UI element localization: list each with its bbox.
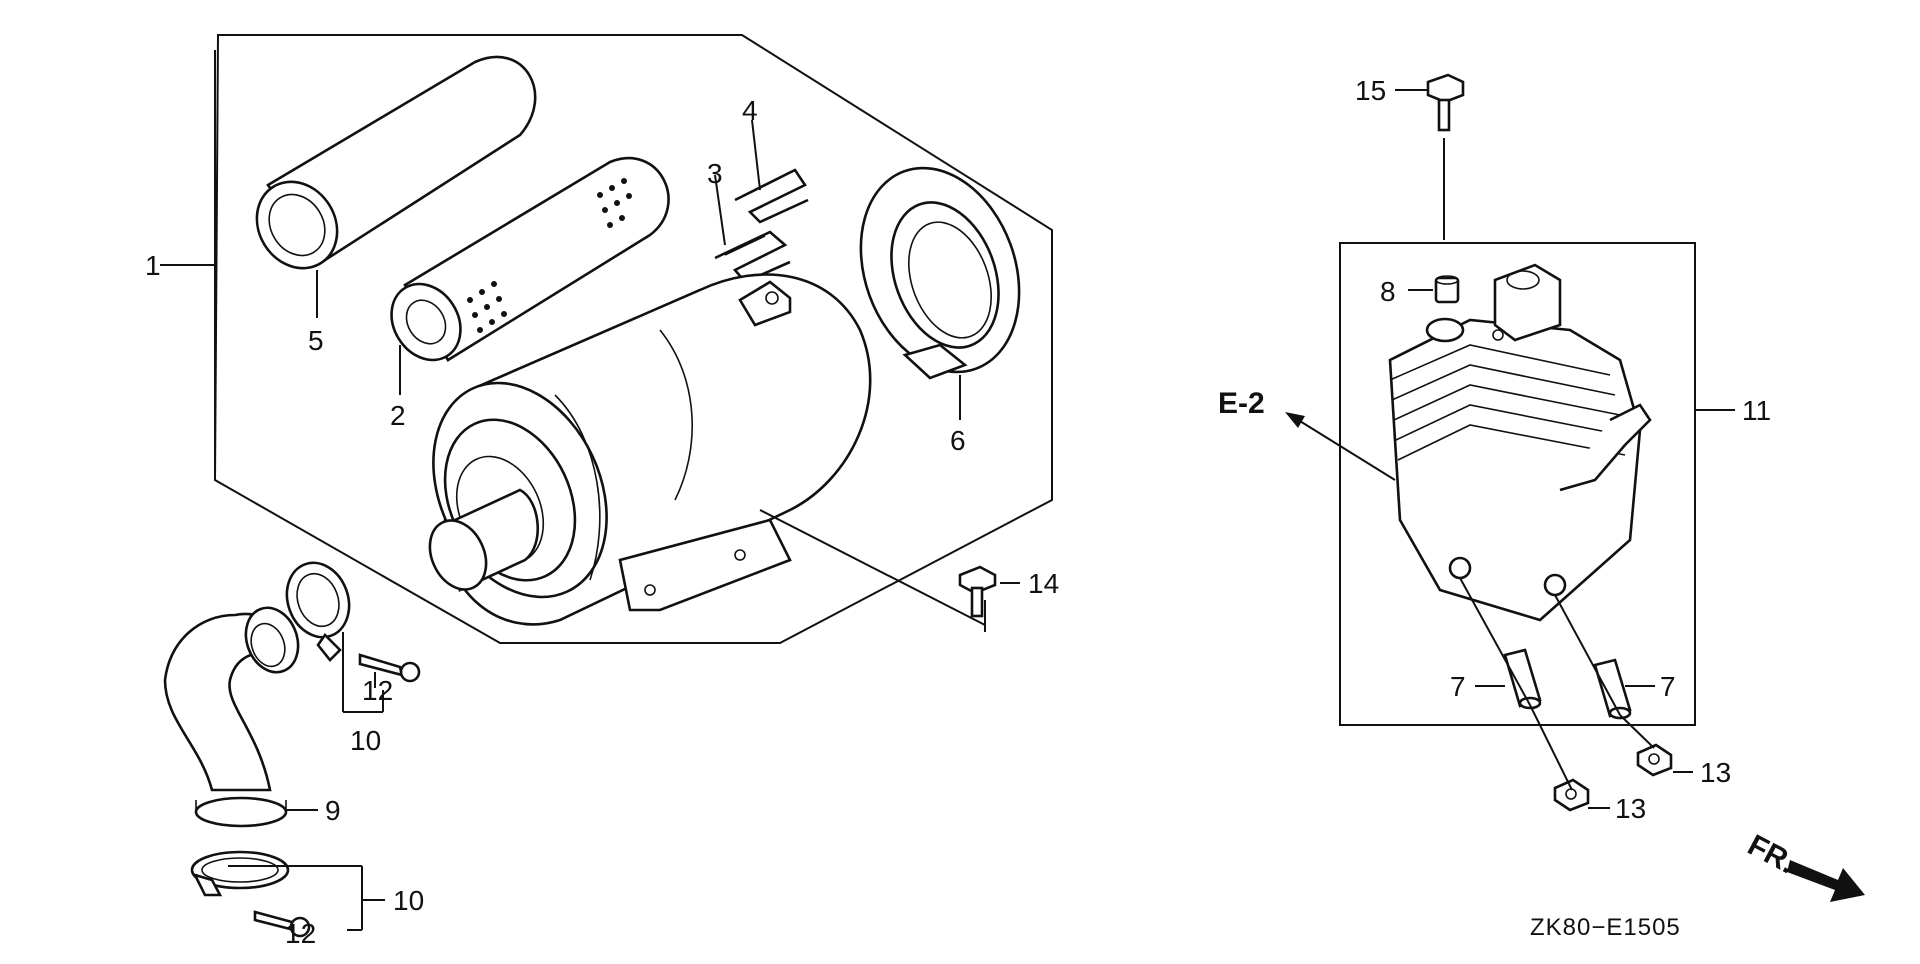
callout-15: 15 — [1355, 75, 1386, 106]
callout-8: 8 — [1380, 276, 1396, 307]
bolt — [958, 565, 997, 618]
air-cleaner-case — [428, 273, 872, 626]
clamp-band-lower — [190, 850, 290, 897]
leader-lines — [160, 50, 1735, 931]
callout-5: 5 — [308, 325, 324, 356]
nut-lower — [1553, 778, 1590, 812]
callout-7-right: 7 — [1660, 671, 1676, 702]
bolt-top — [1426, 73, 1465, 132]
intake-hose — [163, 606, 300, 828]
collar-pin-left — [1503, 648, 1542, 710]
air-cleaner-body — [1388, 263, 1652, 622]
screw-lower — [253, 910, 311, 938]
callout-13-lower: 13 — [1615, 793, 1646, 824]
callout-10-upper: 10 — [350, 725, 381, 756]
assembly-boundary-left — [213, 34, 1053, 644]
paper-filter-element — [390, 156, 670, 362]
diagram-code: ZK80−E1505 — [1530, 914, 1681, 941]
callout-3: 3 — [707, 158, 723, 189]
assembly-boundary-right — [1339, 242, 1696, 726]
clamp-band-upper — [285, 561, 351, 662]
callout-14: 14 — [1028, 568, 1059, 599]
collar-pin-right — [1593, 658, 1632, 720]
callout-10-lower: 10 — [393, 885, 424, 916]
callout-4: 4 — [742, 95, 758, 126]
callout-11: 11 — [1742, 395, 1771, 426]
outer-foam-element — [255, 55, 537, 270]
callout-1: 1 — [145, 250, 161, 281]
callout-12-upper: 12 — [362, 675, 393, 706]
callout-13-upper: 13 — [1700, 757, 1731, 788]
callout-2: 2 — [390, 400, 406, 431]
nut-upper — [1636, 743, 1673, 777]
callout-12-lower: 12 — [285, 918, 316, 949]
clip-upper — [734, 168, 809, 224]
callout-7-left: 7 — [1450, 671, 1466, 702]
reference-label: E-2 — [1218, 387, 1265, 420]
callout-6: 6 — [950, 425, 966, 456]
screw-upper — [358, 653, 421, 683]
collar — [1434, 275, 1460, 304]
front-arrow-icon — [1787, 860, 1865, 902]
callout-9: 9 — [325, 795, 341, 826]
reference-arrow — [1285, 412, 1396, 481]
air-cleaner-cover — [859, 166, 1021, 380]
